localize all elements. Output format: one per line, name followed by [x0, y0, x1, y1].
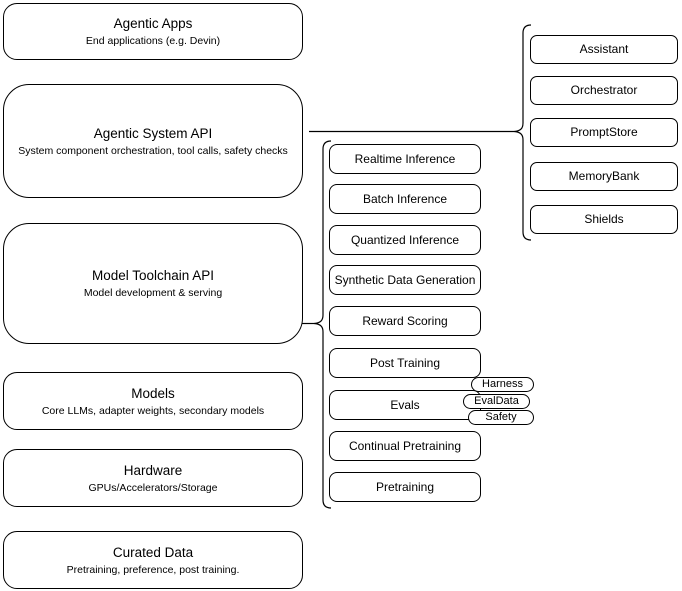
toolchain-item-synthetic-data-generation: Synthetic Data Generation: [329, 265, 481, 295]
box-curated-data: Curated Data Pretraining, preference, po…: [3, 531, 303, 589]
box-agentic-system-api-subtitle: System component orchestration, tool cal…: [18, 144, 288, 157]
toolchain-item-evals: Evals: [329, 390, 481, 420]
box-models-title: Models: [131, 385, 175, 401]
toolchain-item-post-training: Post Training: [329, 348, 481, 378]
toolchain-item-reward-scoring: Reward Scoring: [329, 306, 481, 336]
system-component-orchestrator: Orchestrator: [530, 76, 678, 105]
box-models-subtitle: Core LLMs, adapter weights, secondary mo…: [41, 404, 265, 417]
box-agentic-apps-subtitle: End applications (e.g. Devin): [85, 35, 221, 47]
box-curated-data-title: Curated Data: [112, 544, 194, 560]
eval-tag-harness: Harness: [471, 377, 534, 392]
toolchain-item-continual-pretraining: Continual Pretraining: [329, 431, 481, 461]
box-curated-data-subtitle: Pretraining, preference, post training.: [66, 563, 240, 576]
system-component-memorybank: MemoryBank: [530, 162, 678, 191]
box-hardware: Hardware GPUs/Accelerators/Storage: [3, 449, 303, 507]
box-models: Models Core LLMs, adapter weights, secon…: [3, 372, 303, 430]
toolchain-item-batch-inference: Batch Inference: [329, 184, 481, 214]
box-agentic-system-api-title: Agentic System API: [93, 125, 213, 141]
toolchain-item-realtime-inference: Realtime Inference: [329, 144, 481, 174]
box-agentic-apps-title: Agentic Apps: [113, 16, 193, 31]
box-model-toolchain-api-subtitle: Model development & serving: [83, 287, 223, 299]
eval-tag-evaldata: EvalData: [463, 394, 530, 409]
box-agentic-system-api: Agentic System API System component orch…: [3, 84, 303, 198]
box-agentic-apps: Agentic Apps End applications (e.g. Devi…: [3, 3, 303, 60]
eval-tag-safety: Safety: [468, 410, 534, 425]
system-component-promptstore: PromptStore: [530, 118, 678, 147]
system-components-brace: [513, 24, 532, 241]
box-hardware-title: Hardware: [123, 462, 183, 478]
toolchain-item-quantized-inference: Quantized Inference: [329, 225, 481, 255]
toolchain-item-pretraining: Pretraining: [329, 472, 481, 502]
box-hardware-subtitle: GPUs/Accelerators/Storage: [88, 481, 218, 494]
box-model-toolchain-api-title: Model Toolchain API: [91, 268, 215, 283]
system-component-assistant: Assistant: [530, 35, 678, 64]
system-component-shields: Shields: [530, 205, 678, 234]
box-model-toolchain-api: Model Toolchain API Model development & …: [3, 223, 303, 344]
